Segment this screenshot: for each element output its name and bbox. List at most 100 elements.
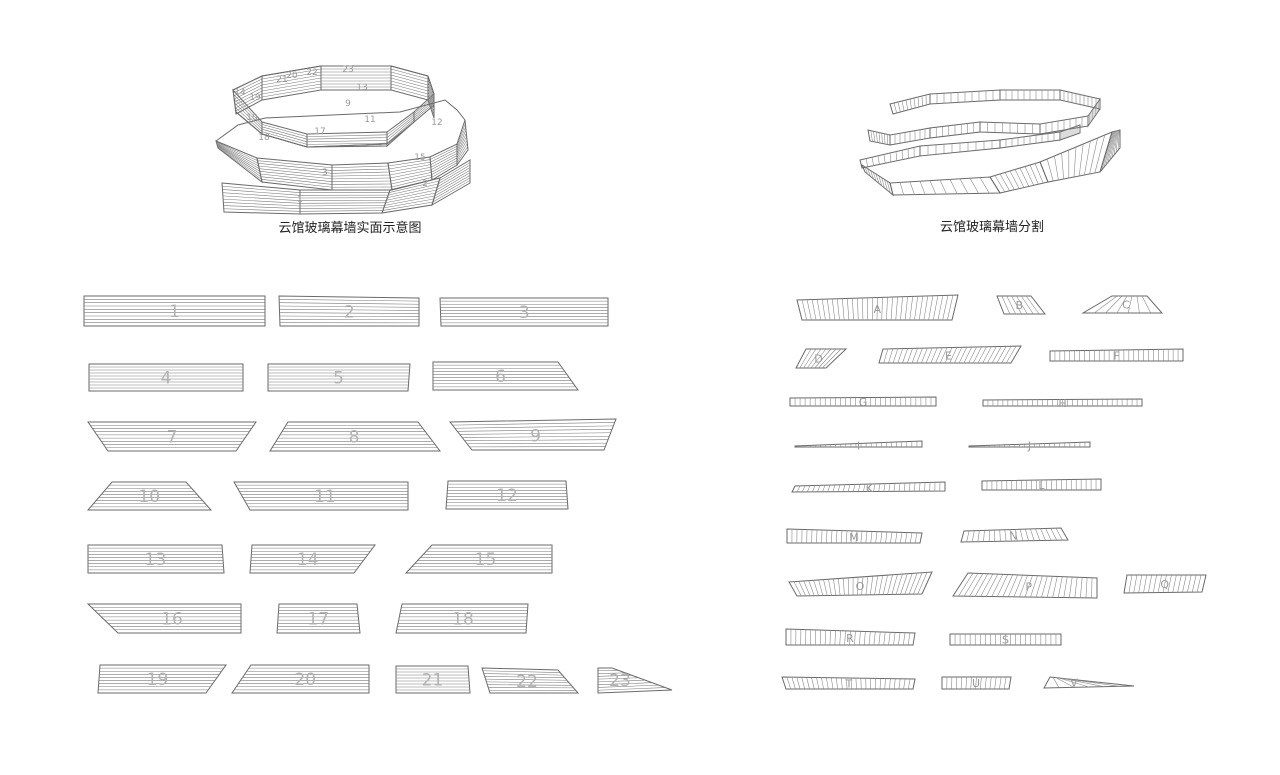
panel-label-6: 6 <box>495 367 506 387</box>
panel-label-3: 3 <box>519 303 530 323</box>
panel-3: 3 <box>439 297 609 327</box>
panel-label-17: 17 <box>307 610 329 630</box>
model-label-13: 13 <box>356 83 367 93</box>
panel-label-1: 1 <box>169 302 180 322</box>
panel-label-12: 12 <box>496 486 518 506</box>
panel-L: L <box>981 478 1102 492</box>
panel-13: 13 <box>87 544 225 574</box>
upper-ribbon <box>867 89 1101 146</box>
panel-1: 1 <box>83 295 266 327</box>
panel-D: D <box>795 348 848 369</box>
panel-9: 9 <box>448 418 617 451</box>
model-label-19: 19 <box>249 93 261 103</box>
model-label-21: 21 <box>276 75 287 85</box>
panel-label-P: P <box>1025 580 1032 593</box>
panel-label-A: A <box>873 303 881 316</box>
model-label-9: 9 <box>345 99 351 109</box>
upper-ring <box>232 65 435 148</box>
panel-16: 16 <box>86 603 242 634</box>
panel-M: M <box>786 528 923 544</box>
lettered-panels: A B C D E F G H I J K L M N O P Q R S T U V <box>781 294 1207 691</box>
panel-label-21: 21 <box>422 671 444 691</box>
lower-ring <box>221 159 471 215</box>
panel-label-K: K <box>866 482 874 495</box>
middle-ring <box>215 99 469 191</box>
panel-H: H <box>982 397 1143 410</box>
panel-C: C <box>1081 295 1164 314</box>
panel-6: 6 <box>432 361 579 391</box>
panel-label-15: 15 <box>475 550 497 570</box>
panel-B: B <box>996 295 1047 315</box>
panel-I: I <box>794 439 923 452</box>
model-label-17: 17 <box>314 127 325 137</box>
panel-label-E: E <box>945 349 952 362</box>
panel-O: O <box>788 571 933 597</box>
model-label-22: 22 <box>306 68 317 78</box>
panel-Q: Q <box>1123 574 1207 594</box>
panel-20: 20 <box>231 664 370 694</box>
model-label-14: 14 <box>234 88 246 98</box>
panel-label-D: D <box>814 353 822 366</box>
panel-label-Q: Q <box>1160 578 1169 591</box>
panel-19: 19 <box>97 664 227 694</box>
panel-label-L: L <box>1038 479 1045 492</box>
model-label-18: 18 <box>258 133 270 143</box>
panel-label-18: 18 <box>452 610 474 630</box>
panel-label-20: 20 <box>294 670 316 690</box>
panel-label-14: 14 <box>297 550 319 570</box>
panel-F: F <box>1049 348 1184 363</box>
panel-label-23: 23 <box>609 671 631 691</box>
curtain-wall-division-model <box>859 89 1121 197</box>
panel-A: A <box>796 294 959 321</box>
panel-label-R: R <box>846 632 854 645</box>
panel-label-J: J <box>1027 440 1031 453</box>
panel-P: P <box>952 572 1098 599</box>
panel-11: 11 <box>233 481 409 511</box>
model-label-23: 23 <box>342 65 353 75</box>
lower-ribbon <box>859 124 1121 197</box>
panel-label-11: 11 <box>314 487 336 507</box>
panel-21: 21 <box>395 665 471 694</box>
panel-22: 22 <box>481 667 580 694</box>
model-label-1: 1 <box>297 195 303 205</box>
panel-R: R <box>785 628 916 646</box>
panel-label-8: 8 <box>349 428 360 448</box>
panel-S: S <box>949 633 1062 647</box>
panel-label-19: 19 <box>147 670 169 690</box>
model-label-12: 12 <box>431 118 442 128</box>
panel-label-7: 7 <box>167 428 178 448</box>
panel-label-5: 5 <box>333 369 344 389</box>
model-label-20: 20 <box>286 71 298 81</box>
panel-V: V <box>1043 676 1135 690</box>
panel-15: 15 <box>404 544 553 574</box>
panel-K: K <box>791 481 946 495</box>
panel-label-B: B <box>1015 299 1023 312</box>
panel-label-T: T <box>845 678 853 691</box>
panel-2: 2 <box>278 295 420 327</box>
panel-label-M: M <box>849 531 859 544</box>
panel-J: J <box>968 440 1091 453</box>
panel-E: E <box>878 345 1022 364</box>
panel-label-13: 13 <box>145 550 167 570</box>
panel-10: 10 <box>86 481 213 511</box>
caption-left: 云馆玻璃幕墙实面示意图 <box>278 220 421 236</box>
model-label-15: 15 <box>414 153 425 163</box>
panel-label-G: G <box>859 396 868 409</box>
panel-17: 17 <box>276 603 361 634</box>
panel-label-S: S <box>1002 634 1009 647</box>
panel-N: N <box>960 527 1069 543</box>
panel-label-2: 2 <box>344 303 355 323</box>
model-label-10: 10 <box>246 113 258 123</box>
panel-8: 8 <box>269 421 442 452</box>
caption-right: 云馆玻璃幕墙分割 <box>940 219 1044 235</box>
model-label-3: 3 <box>322 168 328 178</box>
panel-label-O: O <box>856 580 865 593</box>
panel-label-16: 16 <box>161 610 183 630</box>
panel-label-C: C <box>1122 299 1130 312</box>
panel-U: U <box>941 676 1012 690</box>
panel-label-10: 10 <box>138 487 160 507</box>
